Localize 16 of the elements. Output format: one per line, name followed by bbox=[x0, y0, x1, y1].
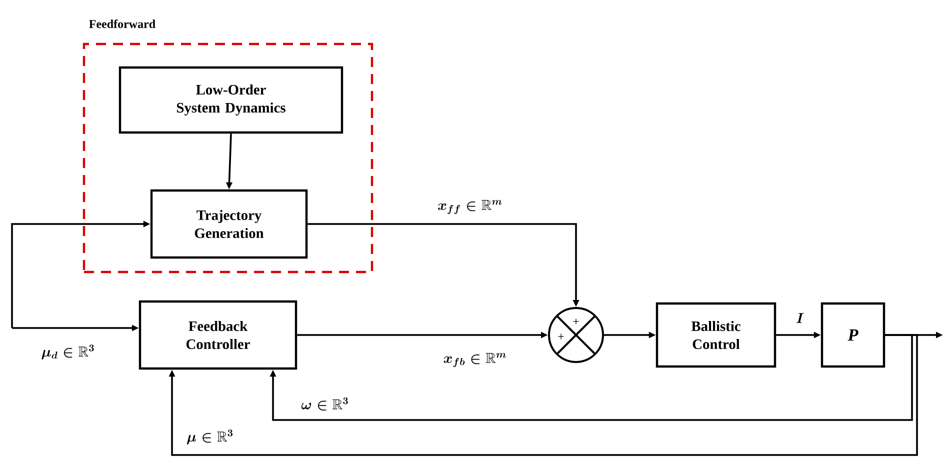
process-box: Trajectory Generation bbox=[150, 189, 308, 259]
edge-label: $\mu_{d} \in \mathbb{R}^{3}$ bbox=[40, 344, 96, 360]
group-heading: Feedforward bbox=[89, 20, 156, 28]
process-box: Feedback Controller bbox=[138, 300, 298, 370]
plant-box: P bbox=[820, 302, 886, 368]
plus-sign: + bbox=[573, 318, 579, 324]
arrow bbox=[168, 334, 918, 456]
process-box: Ballistic Control bbox=[656, 302, 776, 368]
process-box: Low-Order System Dynamics bbox=[118, 66, 344, 134]
arrow bbox=[270, 334, 913, 421]
edge-label: $I$ bbox=[794, 312, 806, 324]
edge-label: $\omega \in \mathbb{R}^{3}$ bbox=[300, 396, 350, 412]
edge-label: $\mu \in \mathbb{R}^{3}$ bbox=[185, 428, 235, 446]
edge-label: $x_{fb} \in \mathbb{R}^{m}$ bbox=[442, 352, 508, 368]
edge-label: $x_{ff} \in \mathbb{R}^{m}$ bbox=[436, 199, 504, 216]
plus-sign: + bbox=[558, 334, 564, 340]
